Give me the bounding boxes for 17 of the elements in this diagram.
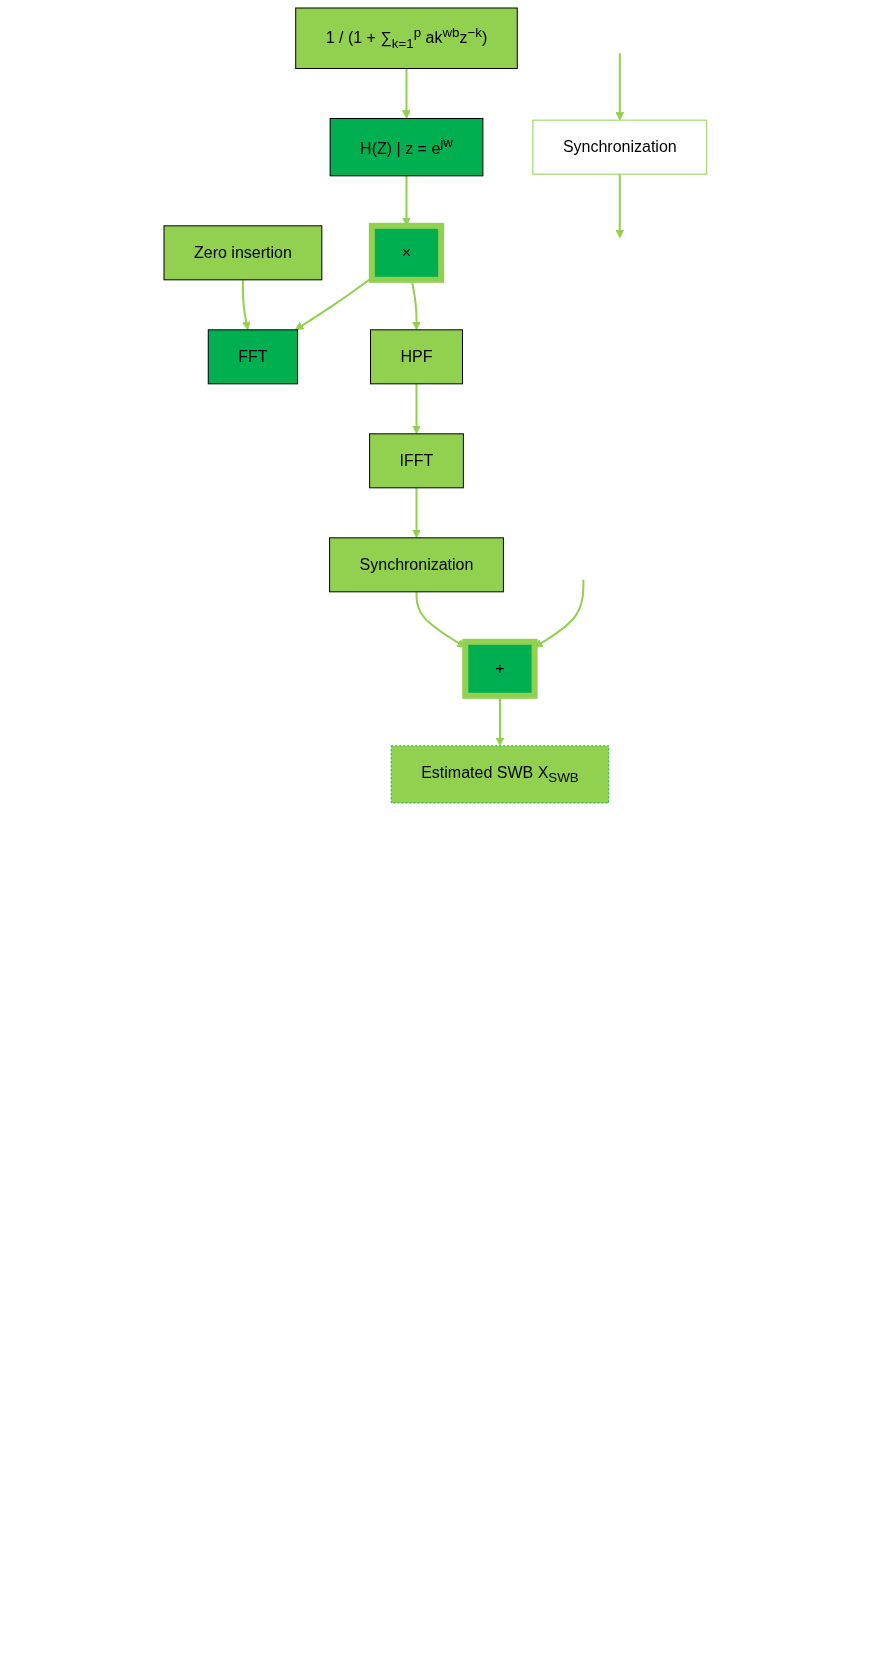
arrow (241, 278, 251, 331)
node-box: 1 / (1 + ∑$_{k=1}$$^{p}$ ak$^{wb}$z$^{−k}$) (294, 7, 518, 69)
arrow (615, 173, 624, 239)
arrow (615, 52, 624, 121)
node-box: + (461, 638, 538, 699)
node-box: Estimated SWB X$_{SWB}$ (390, 745, 609, 804)
node-box: H(Z) | z = e$^{jw}$ (329, 118, 483, 177)
node-box: FFT (207, 329, 298, 385)
arrow (411, 486, 421, 539)
node-box: Zero insertion (163, 225, 322, 281)
node-box: Synchronization (328, 537, 504, 593)
node-box: × (368, 222, 444, 283)
node-box: Synchronization (532, 119, 707, 175)
arrow (401, 67, 411, 119)
node-box: IFFT (368, 433, 464, 489)
node-box: HPF (369, 329, 463, 385)
arrow (411, 382, 421, 435)
